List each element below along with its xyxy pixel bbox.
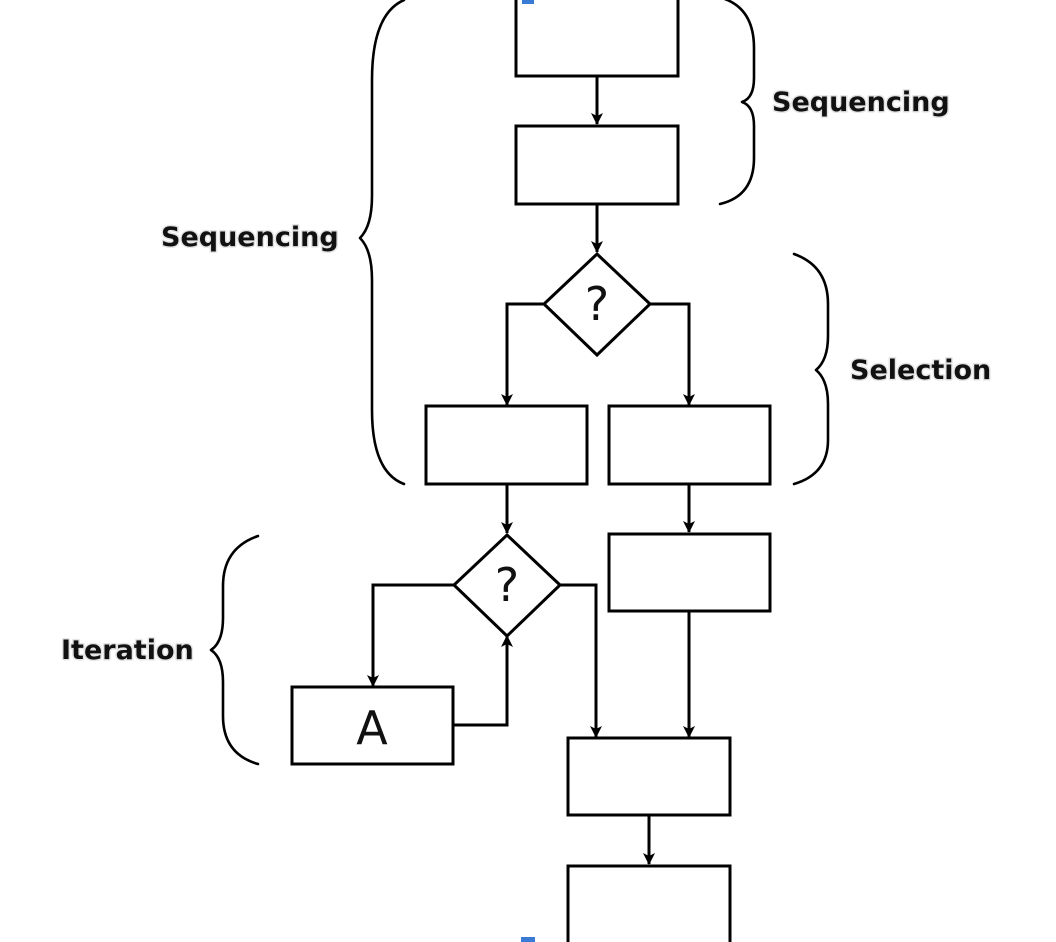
label-sequencing-right: Sequencing: [772, 87, 950, 118]
connectors: [367, 76, 695, 865]
decision-upper-question-mark: ?: [585, 277, 609, 331]
brace-selection: [792, 252, 830, 486]
brace-sequencing-left: [358, 0, 406, 486]
label-selection: Selection: [850, 355, 991, 386]
process-box-final: [566, 864, 732, 942]
arrow-decision2-exit: [560, 583, 602, 738]
process-box-selection-right: [607, 404, 772, 486]
decision-diamond-lower: [451, 532, 563, 639]
label-iteration: Iteration: [61, 635, 194, 666]
arrow-decision2-to-box-a: [367, 583, 454, 687]
label-sequencing-left: Sequencing: [161, 222, 339, 253]
decision-lower-question-mark: ?: [495, 558, 519, 612]
decision-diamond-upper: [541, 251, 653, 358]
brace-iteration: [209, 534, 260, 766]
process-box-selection-left: [424, 404, 589, 486]
arrow-decision1-left-branch: [501, 302, 544, 406]
process-box-a: [290, 685, 455, 766]
arrow-decision1-right-branch: [650, 302, 695, 406]
process-box-right-lower: [607, 532, 772, 613]
process-box-2: [514, 124, 680, 206]
arrow-box-a-loop-back: [453, 635, 513, 727]
selection-handle-bottom[interactable]: [521, 937, 535, 942]
process-box-1: [514, 0, 680, 78]
process-box-a-label: A: [356, 701, 388, 755]
process-box-merge: [566, 736, 732, 817]
brace-sequencing-right: [718, 0, 756, 206]
selection-handle-top[interactable]: [522, 0, 534, 4]
